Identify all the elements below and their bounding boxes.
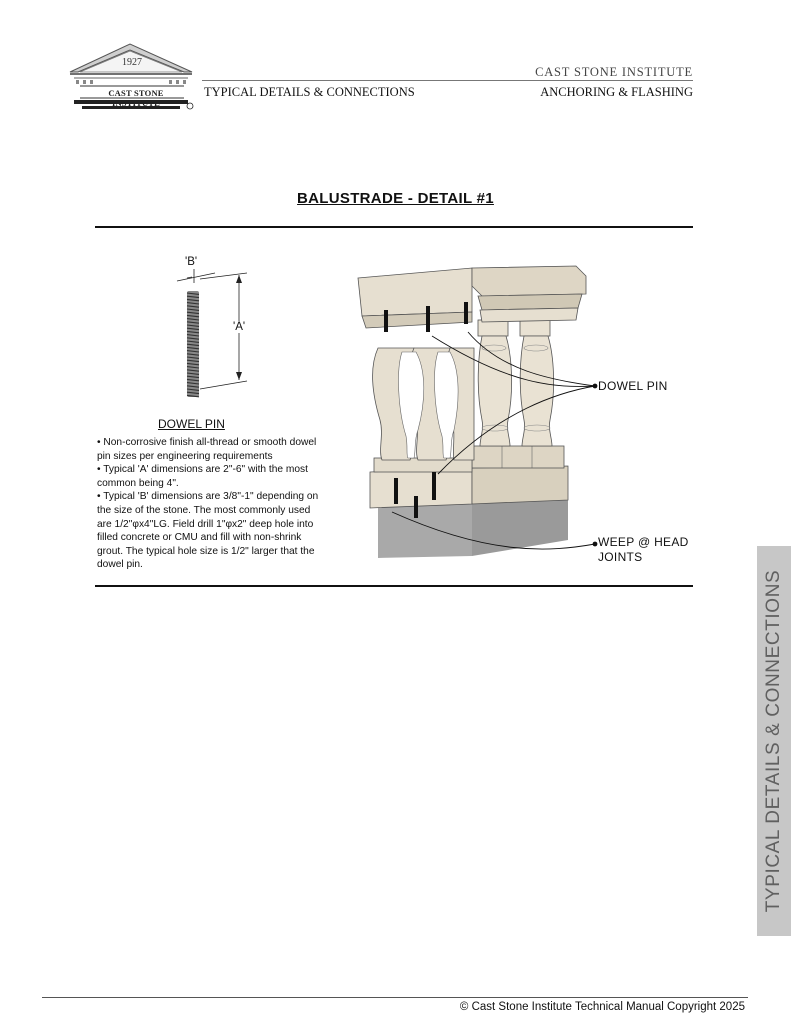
footer-divider — [42, 997, 748, 998]
dowel-pin-callout: DOWEL PIN — [598, 379, 668, 393]
dowel-pin-caption: DOWEL PIN — [158, 417, 225, 431]
note-item: • Typical 'B' dimensions are 3/8"-1" dep… — [97, 491, 319, 571]
logo-year: 1927 — [122, 57, 142, 68]
section-subcategory: ANCHORING & FLASHING — [540, 85, 693, 99]
section-category: TYPICAL DETAILS & CONNECTIONS — [204, 85, 415, 99]
top-rule — [95, 226, 693, 228]
dowel-pin-notes: • Non-corrosive finish all-thread or smo… — [97, 436, 319, 572]
bottom-rule — [95, 585, 693, 587]
weep-callout-line2: JOINTS — [598, 550, 643, 564]
dowel-pin-diagram — [176, 269, 248, 398]
institute-name: CAST STONE INSTITUTE — [535, 65, 693, 79]
note-item: • Typical 'A' dimensions are 2"-6" with … — [97, 464, 308, 489]
note-item: • Non-corrosive finish all-thread or smo… — [97, 437, 317, 462]
side-tab-label: TYPICAL DETAILS & CONNECTIONS — [763, 569, 784, 913]
page-title: BALUSTRADE - DETAIL #1 — [297, 190, 494, 207]
weep-callout-line1: WEEP @ HEAD — [598, 535, 689, 549]
logo-wordmark: CAST STONE INSTITUTE — [108, 88, 164, 108]
dimension-b-label: 'B' — [185, 256, 198, 268]
dimension-a-label: 'A' — [232, 321, 247, 333]
section-side-tab: TYPICAL DETAILS & CONNECTIONS — [757, 546, 791, 936]
cast-stone-institute-logo — [69, 43, 194, 110]
copyright-notice: © Cast Stone Institute Technical Manual … — [459, 1001, 745, 1013]
header-divider — [202, 80, 693, 81]
balustrade-illustration — [357, 265, 598, 558]
